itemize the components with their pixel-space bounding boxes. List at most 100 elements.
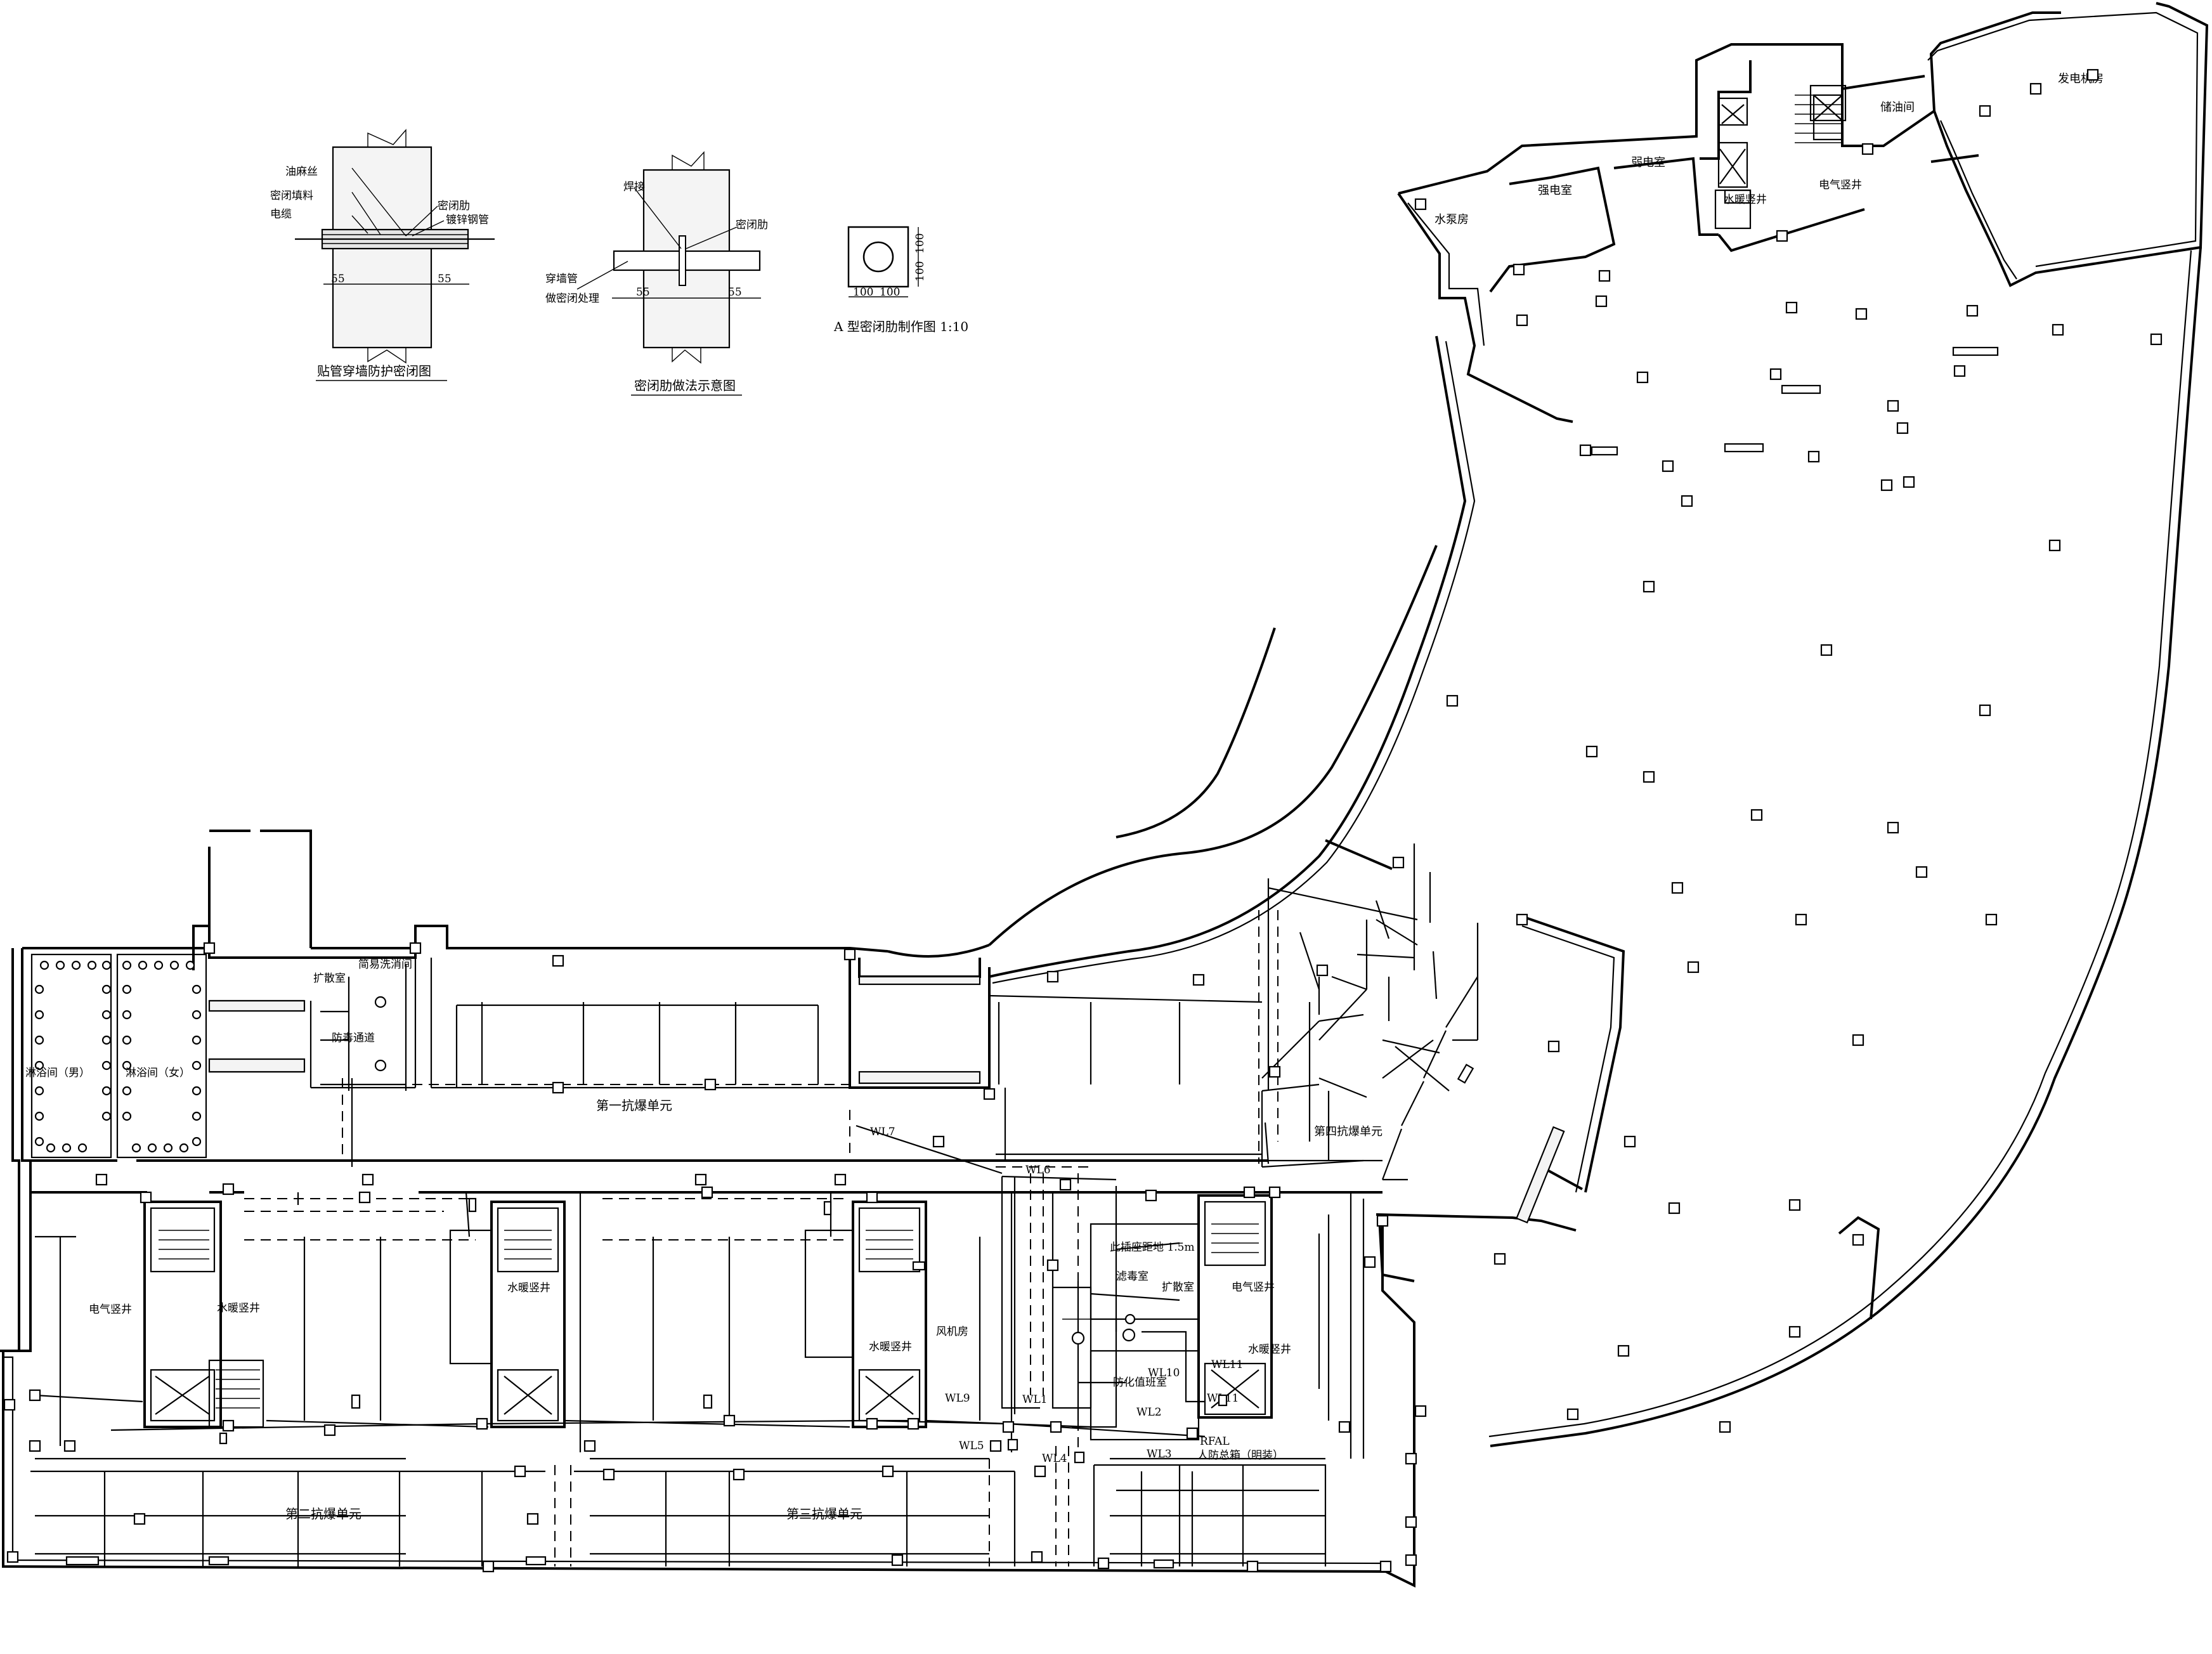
column-marker [1316, 964, 1329, 977]
column-marker [476, 1417, 488, 1430]
column-marker [1379, 1560, 1392, 1573]
circuit-wl5: WL5 [959, 1440, 984, 1452]
column-marker [1687, 961, 1700, 974]
column-marker [866, 1191, 878, 1204]
column-marker [1966, 304, 1979, 317]
label-rib: 密闭肋 [736, 219, 768, 231]
column-marker [834, 1173, 847, 1186]
plan-curved-hall: 第四抗爆单元 [887, 247, 2202, 1447]
column-marker [989, 1440, 1002, 1452]
label-seal-rib: 密闭肋 [438, 200, 470, 212]
column-marker [1719, 1421, 1731, 1433]
room-elec-shaft-top: 电气竖井 [1819, 179, 1862, 192]
column-marker [1681, 495, 1693, 507]
column-marker [1446, 694, 1459, 707]
column-marker [1579, 444, 1592, 457]
detail-typeA-rib: 100 100 100 100 A 型密闭肋制作图 1:10 [833, 226, 968, 334]
dim-d: 100 [914, 261, 927, 282]
column-marker [1595, 295, 1608, 308]
circuit-wl7: WL7 [870, 1126, 895, 1138]
column-marker [361, 1173, 374, 1186]
column-marker [1915, 866, 1928, 878]
room-decon: 简易洗消间 [358, 958, 412, 971]
column-marker [932, 1135, 945, 1148]
circuit-wl10: WL10 [1148, 1367, 1180, 1379]
column-bar [208, 1556, 230, 1566]
column-marker [1668, 1202, 1681, 1214]
column-marker [1031, 1551, 1043, 1563]
circuit-wl9: WL9 [945, 1392, 970, 1405]
column-marker [140, 1191, 152, 1204]
column-marker [1097, 1557, 1110, 1570]
column-marker [1405, 1452, 1417, 1465]
column-marker [1268, 1065, 1281, 1078]
column-marker [1861, 143, 1874, 155]
column-bar [1153, 1559, 1174, 1569]
column-marker [1887, 400, 1899, 412]
column-marker [843, 948, 856, 961]
column-marker [882, 1465, 894, 1478]
column-marker [1979, 105, 1991, 117]
column-marker [1414, 198, 1427, 211]
room-elec-shaft-1: 电气竖井 [89, 1303, 132, 1316]
label-oakum: 油麻丝 [285, 166, 318, 178]
room-water-pump: 水泵房 [1435, 213, 1469, 226]
column-marker [1585, 745, 1598, 758]
room-elec-shaft-4: 电气竖井 [1232, 1281, 1275, 1294]
room-water-shaft-3: 水暖竖井 [869, 1341, 912, 1353]
column-marker [1636, 371, 1649, 384]
column-marker [1046, 970, 1059, 983]
column-marker [2052, 323, 2064, 336]
column-marker [701, 1186, 713, 1199]
column-marker [1493, 1253, 1506, 1265]
caption-typeA: A 型密闭肋制作图 1:10 [833, 319, 968, 334]
column-marker [1979, 704, 1991, 717]
column-marker [1785, 301, 1798, 314]
dim-b: 100 [880, 286, 900, 299]
column-marker [1050, 1421, 1062, 1433]
column-marker [891, 1554, 904, 1566]
label-weld: 焊接 [623, 181, 645, 193]
column-marker [1807, 450, 1820, 463]
label-seal-filler: 密闭填料 [270, 190, 313, 202]
column-marker [1643, 771, 1655, 783]
column-bar [65, 1556, 100, 1566]
column-marker [323, 1424, 336, 1436]
room-gas-lock: 防毒通道 [332, 1032, 375, 1045]
column-marker [1598, 270, 1611, 282]
column-marker [1566, 1408, 1579, 1421]
column-marker [1880, 479, 1893, 492]
column-marker [723, 1414, 736, 1427]
circuit-wl1: WL1 [1022, 1393, 1048, 1406]
column-marker [1887, 821, 1899, 834]
caption-pipe-seal: 贴管穿墙防护密闭图 [317, 363, 431, 379]
room-water-shaft-top: 水暖竖井 [1724, 193, 1767, 206]
column-marker [29, 1440, 41, 1452]
room-water-shaft-4: 水暖竖井 [1248, 1343, 1291, 1356]
room-unit-1: 第一抗爆单元 [596, 1098, 672, 1113]
label-sleeve: 穿墙管 [545, 273, 578, 285]
note-socket: 此插座距地 1.5m [1110, 1241, 1195, 1254]
column-marker [1363, 1256, 1376, 1268]
room-diffusion-1: 扩散室 [313, 972, 346, 985]
column-marker [1414, 1405, 1427, 1417]
circuit-wl3: WL3 [1147, 1448, 1172, 1461]
dim-55-right: 55 [728, 286, 742, 299]
column-marker [222, 1183, 235, 1195]
column-marker [222, 1419, 235, 1432]
dim-55-left: 55 [331, 273, 345, 285]
column-bar [1781, 384, 1821, 394]
column-marker [1795, 913, 1807, 926]
column-marker [133, 1513, 146, 1525]
room-shower-m: 淋浴间（男） [25, 1067, 90, 1079]
circuit-wl6: WL6 [1025, 1164, 1051, 1176]
column-marker [409, 942, 422, 954]
equipment-symbols [219, 996, 1474, 1464]
column-marker [2048, 539, 2061, 552]
column-marker [1776, 230, 1788, 242]
column-bar [1724, 443, 1764, 453]
column-marker [583, 1440, 596, 1452]
column-marker [1059, 1178, 1072, 1191]
column-marker [866, 1417, 878, 1430]
column-marker [1046, 1259, 1059, 1272]
